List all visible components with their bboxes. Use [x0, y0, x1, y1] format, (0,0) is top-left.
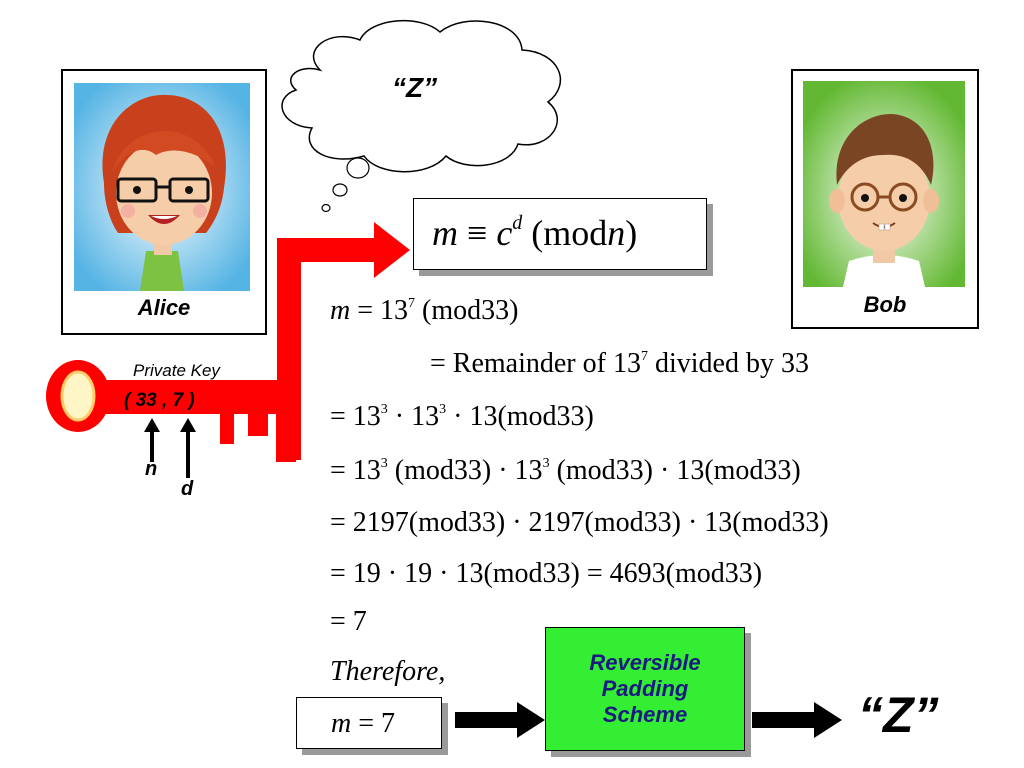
- padding-line-2: Padding: [601, 676, 689, 702]
- bob-portrait: [803, 81, 965, 287]
- alice-portrait: [74, 83, 250, 291]
- key-icon: [46, 360, 296, 462]
- formula-mod: (mod: [531, 213, 608, 253]
- alice-name: Alice: [137, 295, 191, 320]
- step-line-6: = 19 · 19 · 13(mod33) = 4693(mod33): [330, 558, 763, 589]
- step-line-1: m = 137 (mod33): [330, 295, 519, 326]
- thought-cloud: [281, 19, 562, 213]
- step-line-3: = 133 · 133 · 13(mod33): [330, 401, 594, 432]
- thought-bubble-small: [321, 203, 331, 213]
- padding-line-3: Scheme: [602, 701, 688, 727]
- padding-scheme-box: Reversible Padding Scheme: [545, 627, 745, 751]
- formula-n: n: [607, 213, 626, 253]
- arrow-to-padding: [455, 702, 545, 738]
- d-label: d: [181, 478, 194, 500]
- formula-equiv: ≡: [467, 213, 488, 253]
- output-text: “Z”: [858, 687, 939, 743]
- bob-name: Bob: [863, 292, 907, 317]
- private-key-value: ( 33 , 7 ): [124, 390, 195, 411]
- formula-d: d: [512, 212, 523, 234]
- decryption-formula: m ≡ cd (modn): [432, 213, 637, 251]
- private-key-label: Private Key: [133, 361, 220, 380]
- step-line-2: = Remainder of 137 divided by 33: [430, 348, 809, 379]
- thought-bubble-large: [346, 157, 370, 179]
- step-line-7: = 7: [330, 606, 367, 637]
- arrow-to-output: [752, 702, 842, 738]
- n-label: n: [145, 458, 158, 480]
- formula-m: m: [432, 213, 458, 253]
- thought-bubble-medium: [332, 183, 348, 197]
- n-arrow: [144, 418, 160, 462]
- bob-photo-frame: Bob: [791, 69, 979, 329]
- step-line-5: = 2197(mod33) · 2197(mod33) · 13(mod33): [330, 507, 829, 538]
- thought-text: “Z”: [392, 72, 438, 103]
- result-box: m = 7: [296, 697, 442, 749]
- decryption-formula-box: m ≡ cd (modn): [413, 198, 707, 270]
- step-line-4: = 133 (mod33) · 133 (mod33) · 13(mod33): [330, 455, 801, 486]
- formula-c: c: [496, 213, 513, 253]
- formula-close: ): [625, 213, 638, 253]
- alice-photo-frame: Alice: [61, 69, 267, 335]
- therefore-text: Therefore,: [330, 656, 446, 687]
- d-arrow: [180, 418, 196, 478]
- result-text: m = 7: [331, 708, 396, 739]
- padding-line-1: Reversible: [589, 650, 701, 676]
